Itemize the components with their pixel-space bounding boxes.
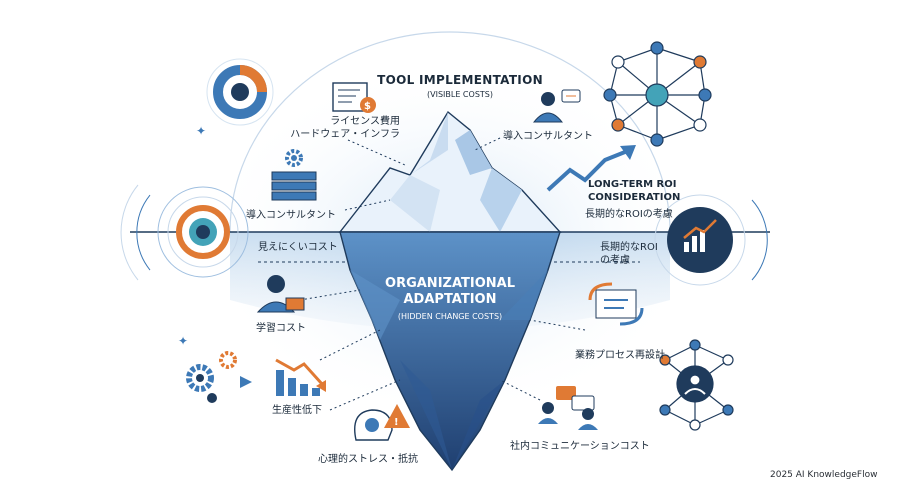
svg-text:$: $ (364, 101, 371, 112)
conversation-icon (538, 386, 598, 430)
visible-costs-subtitle: (VISIBLE COSTS) (427, 90, 493, 99)
communication-cost-label: 社内コミュニケーションコスト (510, 441, 650, 452)
network-icon (603, 41, 712, 147)
server-icon (271, 171, 317, 201)
left-ripple (136, 194, 151, 271)
people-network-icon (659, 339, 734, 431)
chat-icon (561, 89, 581, 103)
warning-icon: ! (384, 404, 410, 428)
learner-icon (256, 275, 305, 313)
footer-credit: 2025 AI KnowledgeFlow (770, 470, 878, 480)
consultant-left-label: 導入コンサルタント (246, 210, 336, 221)
license-cost-label: ライセンス費用 ハードウェア・インフラ (290, 116, 400, 140)
trend-arrow-icon (546, 145, 636, 192)
productivity-loss-label: 生産性低下 (272, 405, 322, 416)
donut-chart-icon (206, 58, 274, 126)
invoice-icon: $ (332, 82, 376, 113)
process-cycle-icon (588, 282, 644, 326)
hidden-cost-left-label: 見えにくいコスト (258, 242, 338, 253)
hidden-costs-subtitle: (HIDDEN CHANGE COSTS) (397, 312, 503, 321)
connectors (299, 137, 586, 411)
sparkle-icon-2: ✦ (178, 334, 188, 348)
iceberg-underwater (339, 231, 561, 472)
consultant-icon (532, 92, 564, 123)
gears-icon (186, 351, 252, 403)
gear-icon (285, 149, 303, 167)
hidden-costs-title: ORGANIZATIONAL ADAPTATION (385, 276, 515, 308)
stress-resistance-label: 心理的ストレス・抵抗 (318, 454, 418, 465)
sparkle-icon: ✦ (196, 124, 206, 138)
top-arc (229, 31, 671, 233)
iceberg-tip (338, 110, 562, 233)
visible-costs-title: TOOL IMPLEMENTATION (377, 73, 543, 87)
process-redesign-label: 業務プロセス再設計 (575, 350, 665, 361)
decline-chart-icon (275, 358, 326, 396)
growth-chart-icon (654, 194, 746, 286)
target-circle-icon (157, 186, 249, 278)
svg-text:!: ! (394, 417, 399, 428)
long-term-roi-title: LONG-TERM ROI CONSIDERATION (588, 179, 681, 203)
consultant-right-label: 導入コンサルタント (503, 131, 593, 142)
learning-cost-label: 学習コスト (256, 323, 306, 334)
long-term-roi-japanese: 長期的なROIの考慮 (585, 209, 673, 220)
hidden-cost-right-label: 長期的なROI の考慮 (600, 242, 658, 266)
